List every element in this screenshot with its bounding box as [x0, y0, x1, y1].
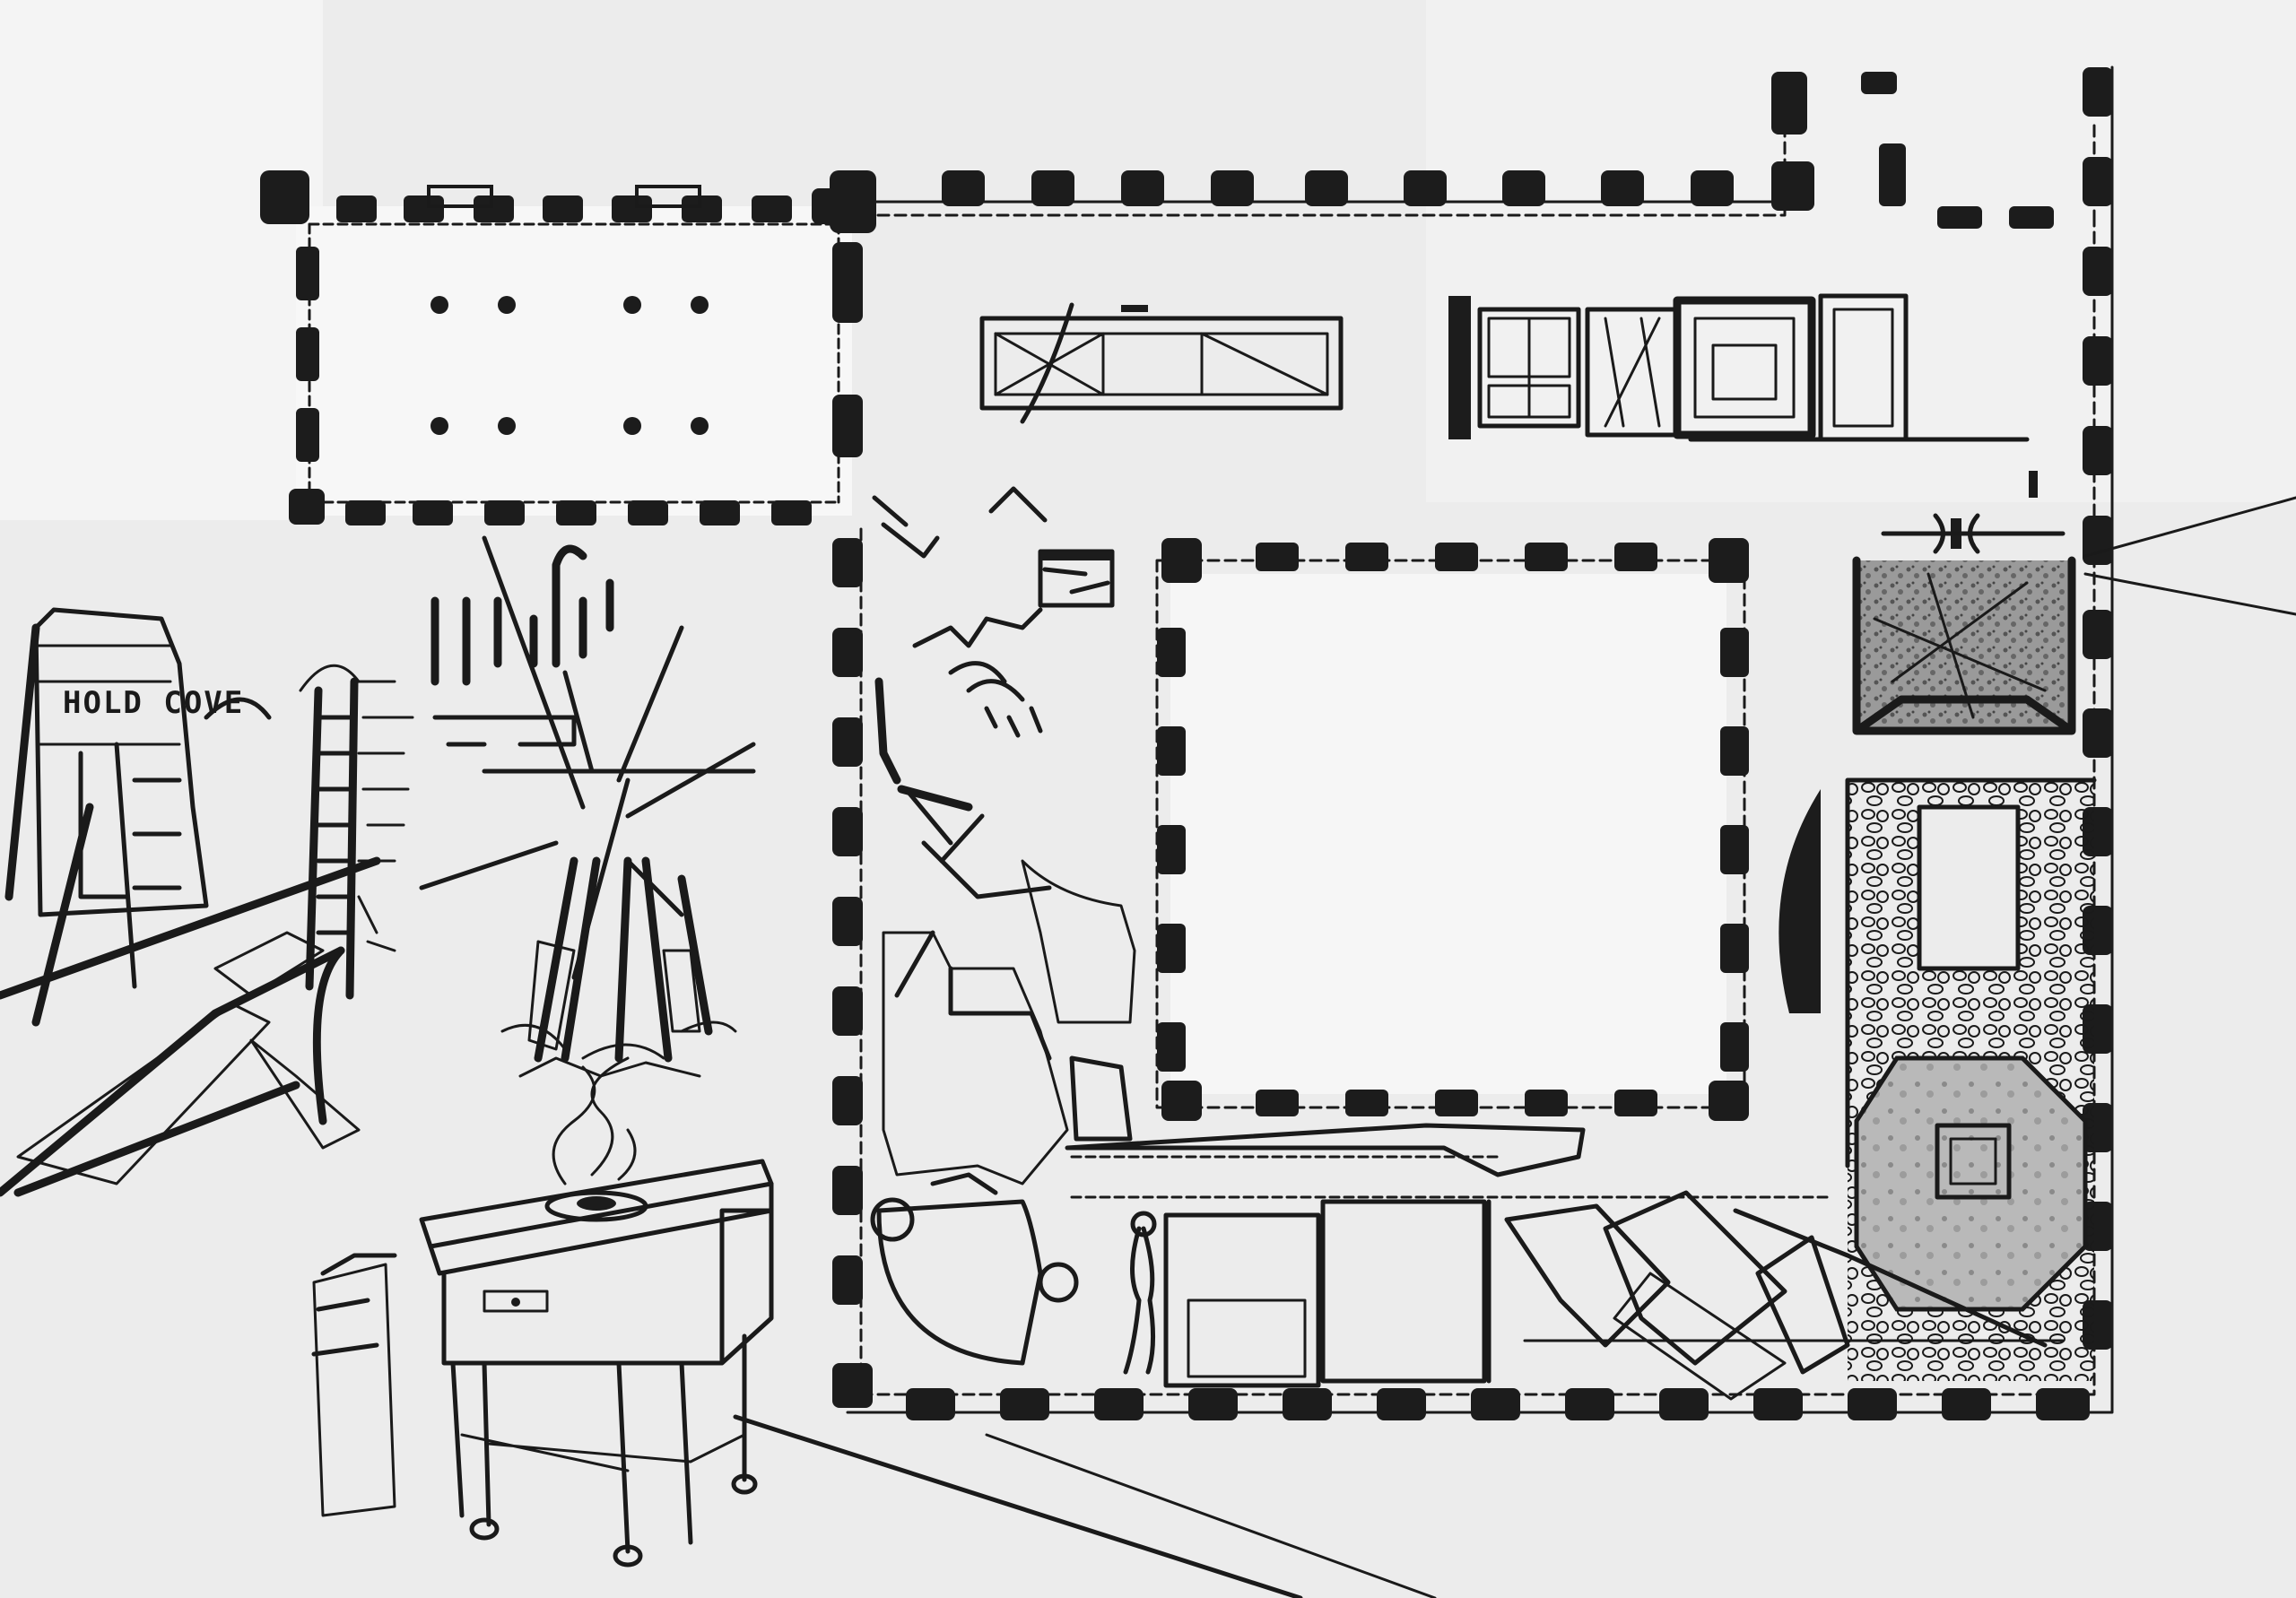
hatched-round-room: [870, 1172, 1079, 1366]
dotted-garden-beds: [882, 859, 1136, 1185]
south-wing-rooms: [1065, 1123, 2065, 1401]
wardrobe-cabinets: [1448, 293, 2038, 498]
street-scene-sketch: HOLD COVE: [0, 607, 414, 1197]
speckled-room: [1852, 556, 2076, 735]
east-entrance: [1881, 496, 2296, 616]
main-building-walls: [830, 65, 2114, 1420]
hold-cove-sign: HOLD COVE: [63, 685, 244, 721]
column-hall: [260, 170, 861, 525]
central-courtyard: [1155, 538, 1749, 1121]
west-wing-stair: [872, 486, 1115, 899]
octagonal-room: [1854, 1055, 2088, 1312]
corridor-long-table: [979, 302, 1344, 424]
fountain-sketch: [419, 535, 756, 1078]
side-table-with-incense: [311, 1056, 1437, 1598]
